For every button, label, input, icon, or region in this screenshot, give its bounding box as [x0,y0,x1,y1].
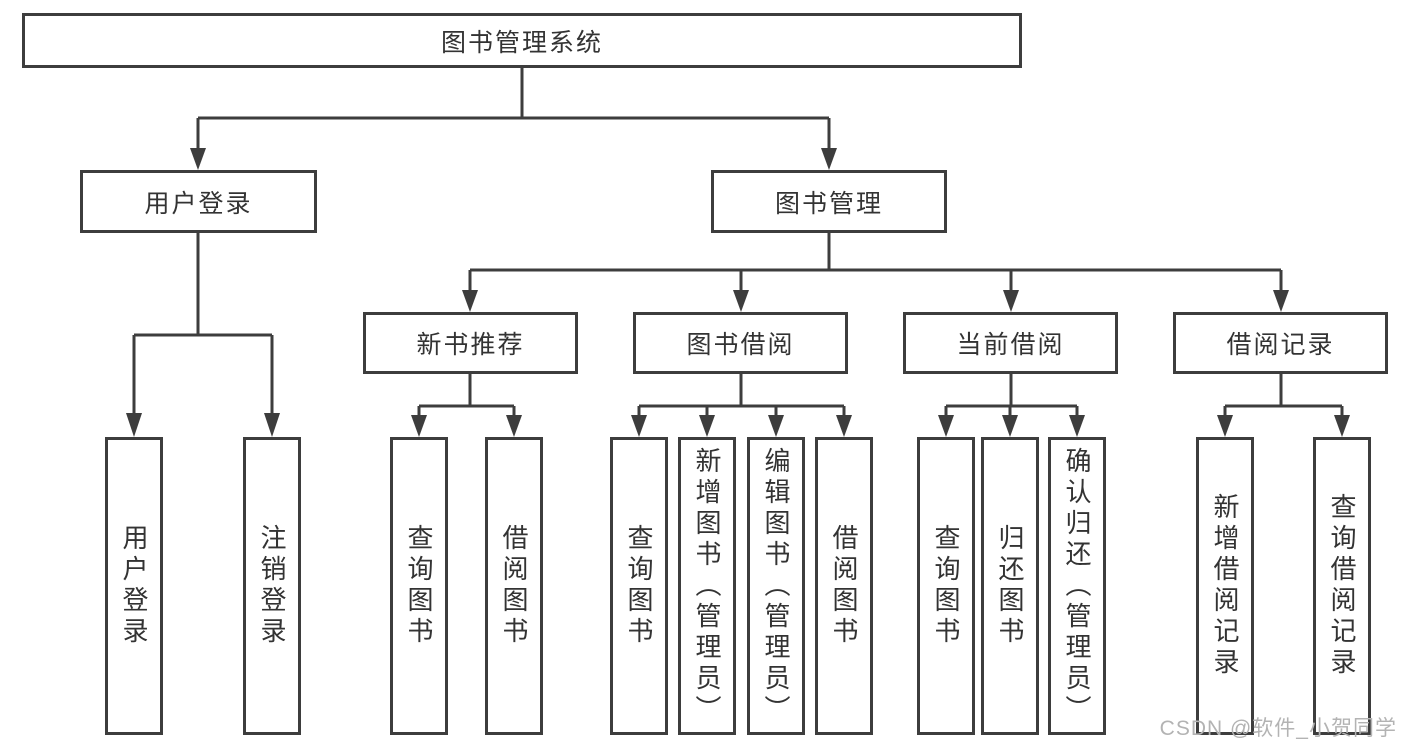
leaf-logout-label: 注销登录 [257,524,287,648]
node-new-book-recommend-label: 新书推荐 [416,331,525,359]
leaf-add-book-admin: 新增图书（管理员） [678,437,736,735]
connector-new-book-recommend [417,374,516,415]
leaf-confirm-return-admin-label: 确认归还（管理员） [1062,446,1092,726]
node-current-borrow-label: 当前借阅 [956,331,1065,359]
leaf-user-login-label: 用户登录 [119,524,149,648]
connector-current-borrow [944,374,1079,415]
leaf-borrow-books-recommend-label: 借阅图书 [499,524,529,648]
leaf-query-borrow-record-label: 查询借阅记录 [1327,493,1357,679]
connector-root [196,68,831,148]
node-book-borrow: 图书借阅 [633,312,848,374]
node-borrow-records: 借阅记录 [1173,312,1388,374]
node-user-login: 用户登录 [80,170,317,233]
leaf-borrow-books-label: 借阅图书 [829,524,859,648]
node-book-management-label: 图书管理 [774,189,883,218]
arrowheads [126,148,1350,437]
leaf-edit-book-admin-label: 编辑图书（管理员） [761,446,791,726]
leaf-query-books-current: 查询图书 [917,437,975,735]
node-current-borrow: 当前借阅 [903,312,1118,374]
connector-book-management [468,233,1283,290]
leaf-query-borrow-record: 查询借阅记录 [1313,437,1371,735]
leaf-add-borrow-record: 新增借阅记录 [1196,437,1254,735]
node-new-book-recommend: 新书推荐 [363,312,578,374]
connector-user-login [132,233,274,413]
leaf-edit-book-admin: 编辑图书（管理员） [747,437,805,735]
leaf-add-book-admin-label: 新增图书（管理员） [692,446,722,726]
leaf-query-books-current-label: 查询图书 [931,524,961,648]
node-root-system: 图书管理系统 [22,13,1022,68]
leaf-confirm-return-admin: 确认归还（管理员） [1048,437,1106,735]
leaf-logout: 注销登录 [243,437,301,735]
leaf-add-borrow-record-label: 新增借阅记录 [1210,493,1240,679]
leaf-query-books-recommend: 查询图书 [390,437,448,735]
node-book-borrow-label: 图书借阅 [686,331,795,359]
node-root-label: 图书管理系统 [440,28,603,57]
leaf-borrow-books-recommend: 借阅图书 [485,437,543,735]
node-borrow-records-label: 借阅记录 [1226,331,1335,359]
node-user-login-label: 用户登录 [144,189,253,218]
leaf-user-login: 用户登录 [105,437,163,735]
connector-borrow-records [1223,374,1344,415]
leaf-query-books-recommend-label: 查询图书 [404,524,434,648]
node-book-management: 图书管理 [711,170,947,233]
leaf-query-books-borrow-label: 查询图书 [624,524,654,648]
leaf-return-book: 归还图书 [981,437,1039,735]
leaf-return-book-label: 归还图书 [995,524,1025,648]
leaf-query-books-borrow: 查询图书 [610,437,668,735]
leaf-borrow-books: 借阅图书 [815,437,873,735]
csdn-watermark: CSDN @软件_小贺同学 [1159,717,1397,740]
connector-book-borrow [637,374,846,415]
